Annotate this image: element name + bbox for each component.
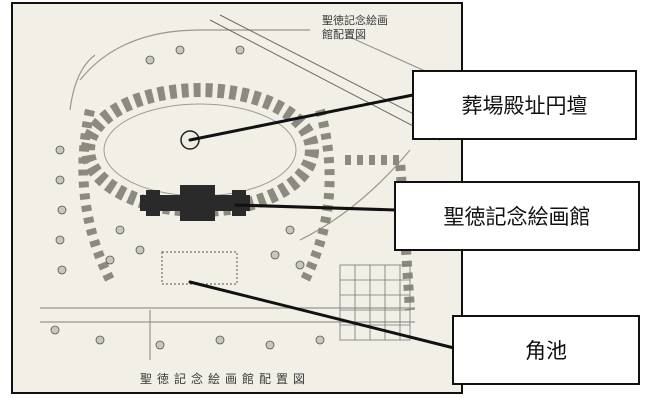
callout-altar-label: 葬場殿址円壇 xyxy=(461,94,588,118)
callout-pond-label: 角池 xyxy=(525,339,567,363)
corner-title-line-1: 聖徳記念絵画 xyxy=(322,14,388,27)
leader-line-pond xyxy=(188,280,456,350)
corner-title-line-2: 館配置図 xyxy=(322,28,366,41)
callout-pond: 角池 xyxy=(452,315,640,385)
callout-gallery-label: 聖徳記念絵画館 xyxy=(443,205,591,229)
map-corner-title: 聖徳記念絵画 館配置図 xyxy=(322,14,388,42)
callout-altar-site: 葬場殿址円壇 xyxy=(412,70,637,140)
leader-line-gallery xyxy=(234,203,398,212)
square-pond xyxy=(161,251,238,285)
map-bottom-caption: 聖徳記念絵画館配置図 xyxy=(139,372,310,386)
callout-gallery: 聖徳記念絵画館 xyxy=(394,181,640,251)
gallery-building xyxy=(140,185,250,221)
leader-line-altar xyxy=(188,93,415,142)
